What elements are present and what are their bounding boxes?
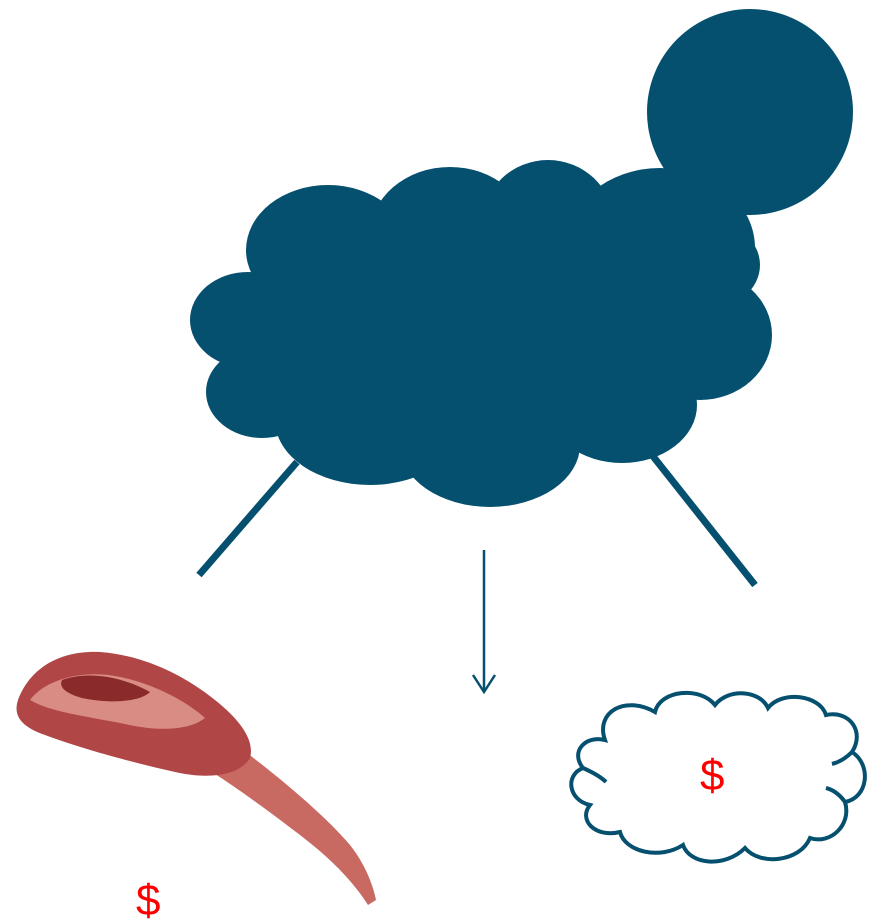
sheep-body <box>190 160 772 507</box>
meat-price-label: $ <box>136 876 160 923</box>
lamb-chop-image <box>17 652 376 905</box>
sheep-leg-left <box>199 462 297 575</box>
down-arrow-icon <box>473 550 495 692</box>
wool-price-label: $ <box>700 751 724 800</box>
sheep-icon <box>190 9 853 585</box>
sheep-leg-right <box>652 455 755 585</box>
